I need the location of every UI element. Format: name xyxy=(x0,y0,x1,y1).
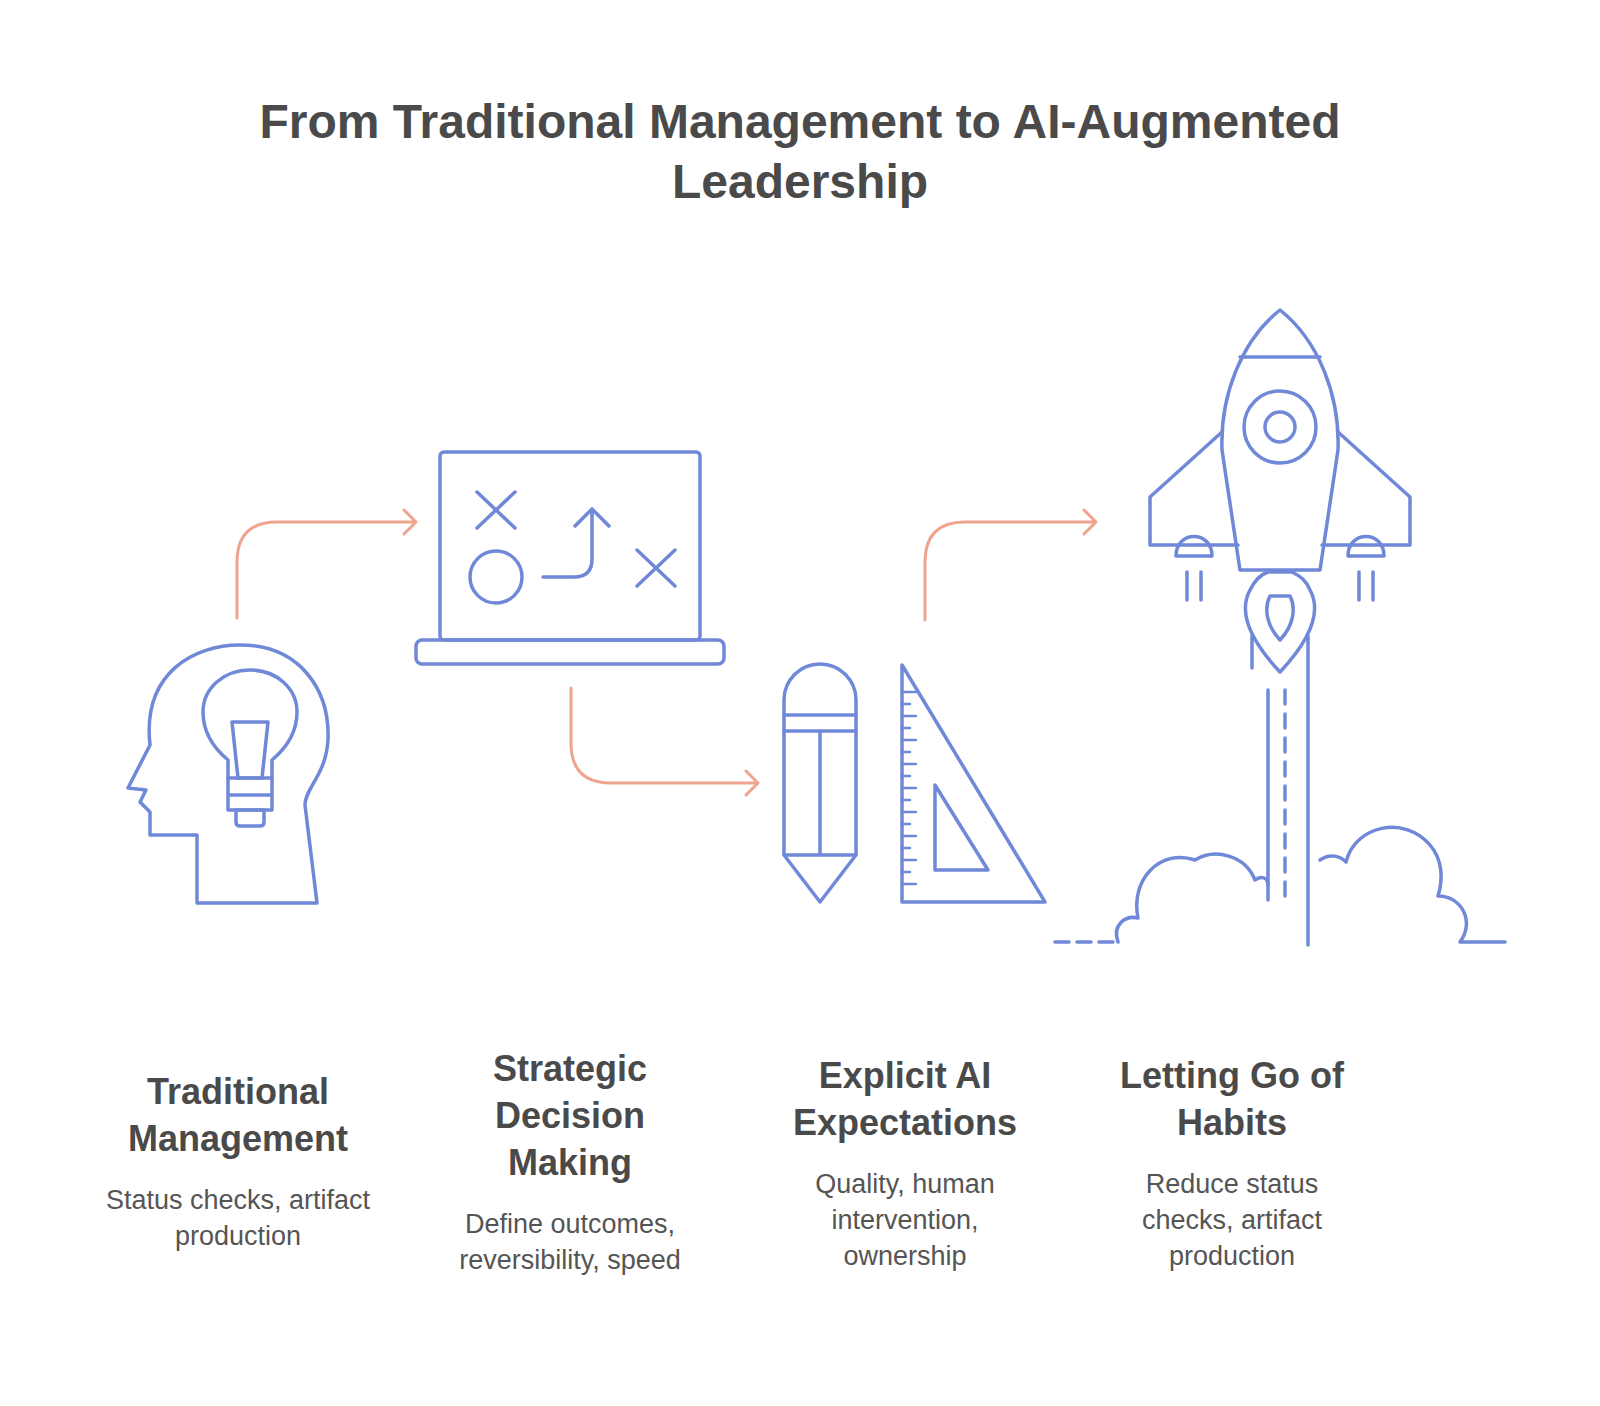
ruler-tick xyxy=(902,715,916,718)
stage-description: Status checks, artifact production xyxy=(98,1182,378,1254)
stage-heading: Strategic Decision Making xyxy=(455,1045,685,1186)
ruler-tick xyxy=(902,775,910,778)
ruler-tick xyxy=(902,799,910,802)
head-icon xyxy=(128,645,328,903)
ruler-tick xyxy=(902,739,916,742)
stage-group: Explicit AI ExpectationsQuality, human i… xyxy=(760,620,1050,1290)
stage-description: Reduce status checks, artifact productio… xyxy=(1112,1166,1352,1274)
ruler-tick xyxy=(902,691,916,694)
stage-group: Letting Go of HabitsReduce status checks… xyxy=(1098,305,1366,1290)
ruler-tick xyxy=(902,751,910,754)
pencil-ruler-icon xyxy=(784,664,1045,902)
stage-description: Quality, human intervention, ownership xyxy=(790,1166,1020,1274)
flow-arrow xyxy=(925,510,1096,620)
strategy-board-icon xyxy=(416,452,724,664)
stage-group: Strategic Decision MakingDefine outcomes… xyxy=(418,440,722,1300)
diagram-title: From Traditional Management to AI-Augmen… xyxy=(180,92,1420,212)
ruler-tick xyxy=(902,847,910,850)
flow-arrow xyxy=(571,688,758,795)
ruler-tick xyxy=(902,787,916,790)
ruler-tick xyxy=(902,703,910,706)
stage-heading: Letting Go of Habits xyxy=(1101,1052,1363,1146)
ruler-tick xyxy=(902,811,916,814)
ruler-tick xyxy=(902,727,910,730)
ruler-tick xyxy=(902,823,910,826)
stage-heading: Traditional Management xyxy=(103,1068,373,1162)
ruler-tick xyxy=(902,883,916,886)
stage-group: Traditional ManagementStatus checks, art… xyxy=(95,640,380,1280)
ruler-tick xyxy=(902,871,910,874)
ruler-tick xyxy=(902,763,916,766)
ruler-tick xyxy=(902,859,916,862)
stage-description: Define outcomes, reversibility, speed xyxy=(425,1206,715,1278)
rocket-icon xyxy=(1055,310,1505,945)
flow-arrow xyxy=(237,510,416,618)
stage-heading: Explicit AI Expectations xyxy=(770,1052,1040,1146)
ruler-tick xyxy=(902,835,916,838)
